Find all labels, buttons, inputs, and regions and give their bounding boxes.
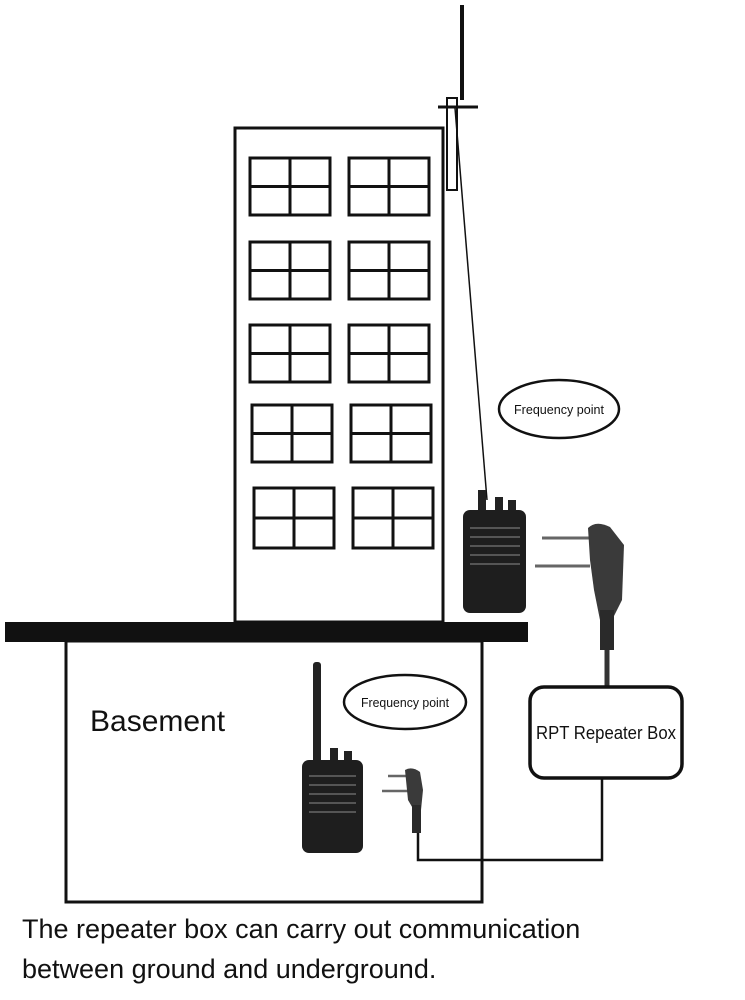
frequency-point-bubble-basement — [342, 673, 468, 731]
repeater-box-label: RPT Repeater Box — [536, 723, 676, 743]
basement-label: Basement — [90, 705, 226, 738]
window-frame — [349, 242, 429, 299]
window-frame — [250, 242, 330, 299]
speaker-mic-plug-ground — [535, 523, 624, 686]
window-frame — [349, 158, 429, 215]
repeater-box — [528, 685, 684, 780]
building-windows — [248, 156, 435, 550]
window-frame — [349, 325, 429, 382]
repeater-cable — [416, 778, 604, 862]
caption-line-2: between ground and underground. — [22, 954, 437, 984]
speaker-mic-plug-basement — [382, 768, 423, 833]
ground-slab — [5, 622, 528, 642]
window-frame — [254, 488, 334, 548]
walkie-talkie-ground — [463, 490, 526, 613]
caption-line-1: The repeater box can carry out communica… — [22, 914, 581, 944]
rooftop-antenna — [438, 5, 488, 501]
basement-room — [64, 639, 484, 904]
frequency-point-label-top: Frequency point — [514, 402, 604, 417]
window-frame — [250, 325, 330, 382]
walkie-talkie-basement — [302, 662, 363, 853]
frequency-point-label-basement: Frequency point — [361, 695, 449, 710]
frequency-point-bubble-top — [497, 378, 621, 440]
window-frame — [353, 488, 433, 548]
window-frame — [252, 405, 332, 462]
window-frame — [250, 158, 330, 215]
window-frame — [351, 405, 431, 462]
